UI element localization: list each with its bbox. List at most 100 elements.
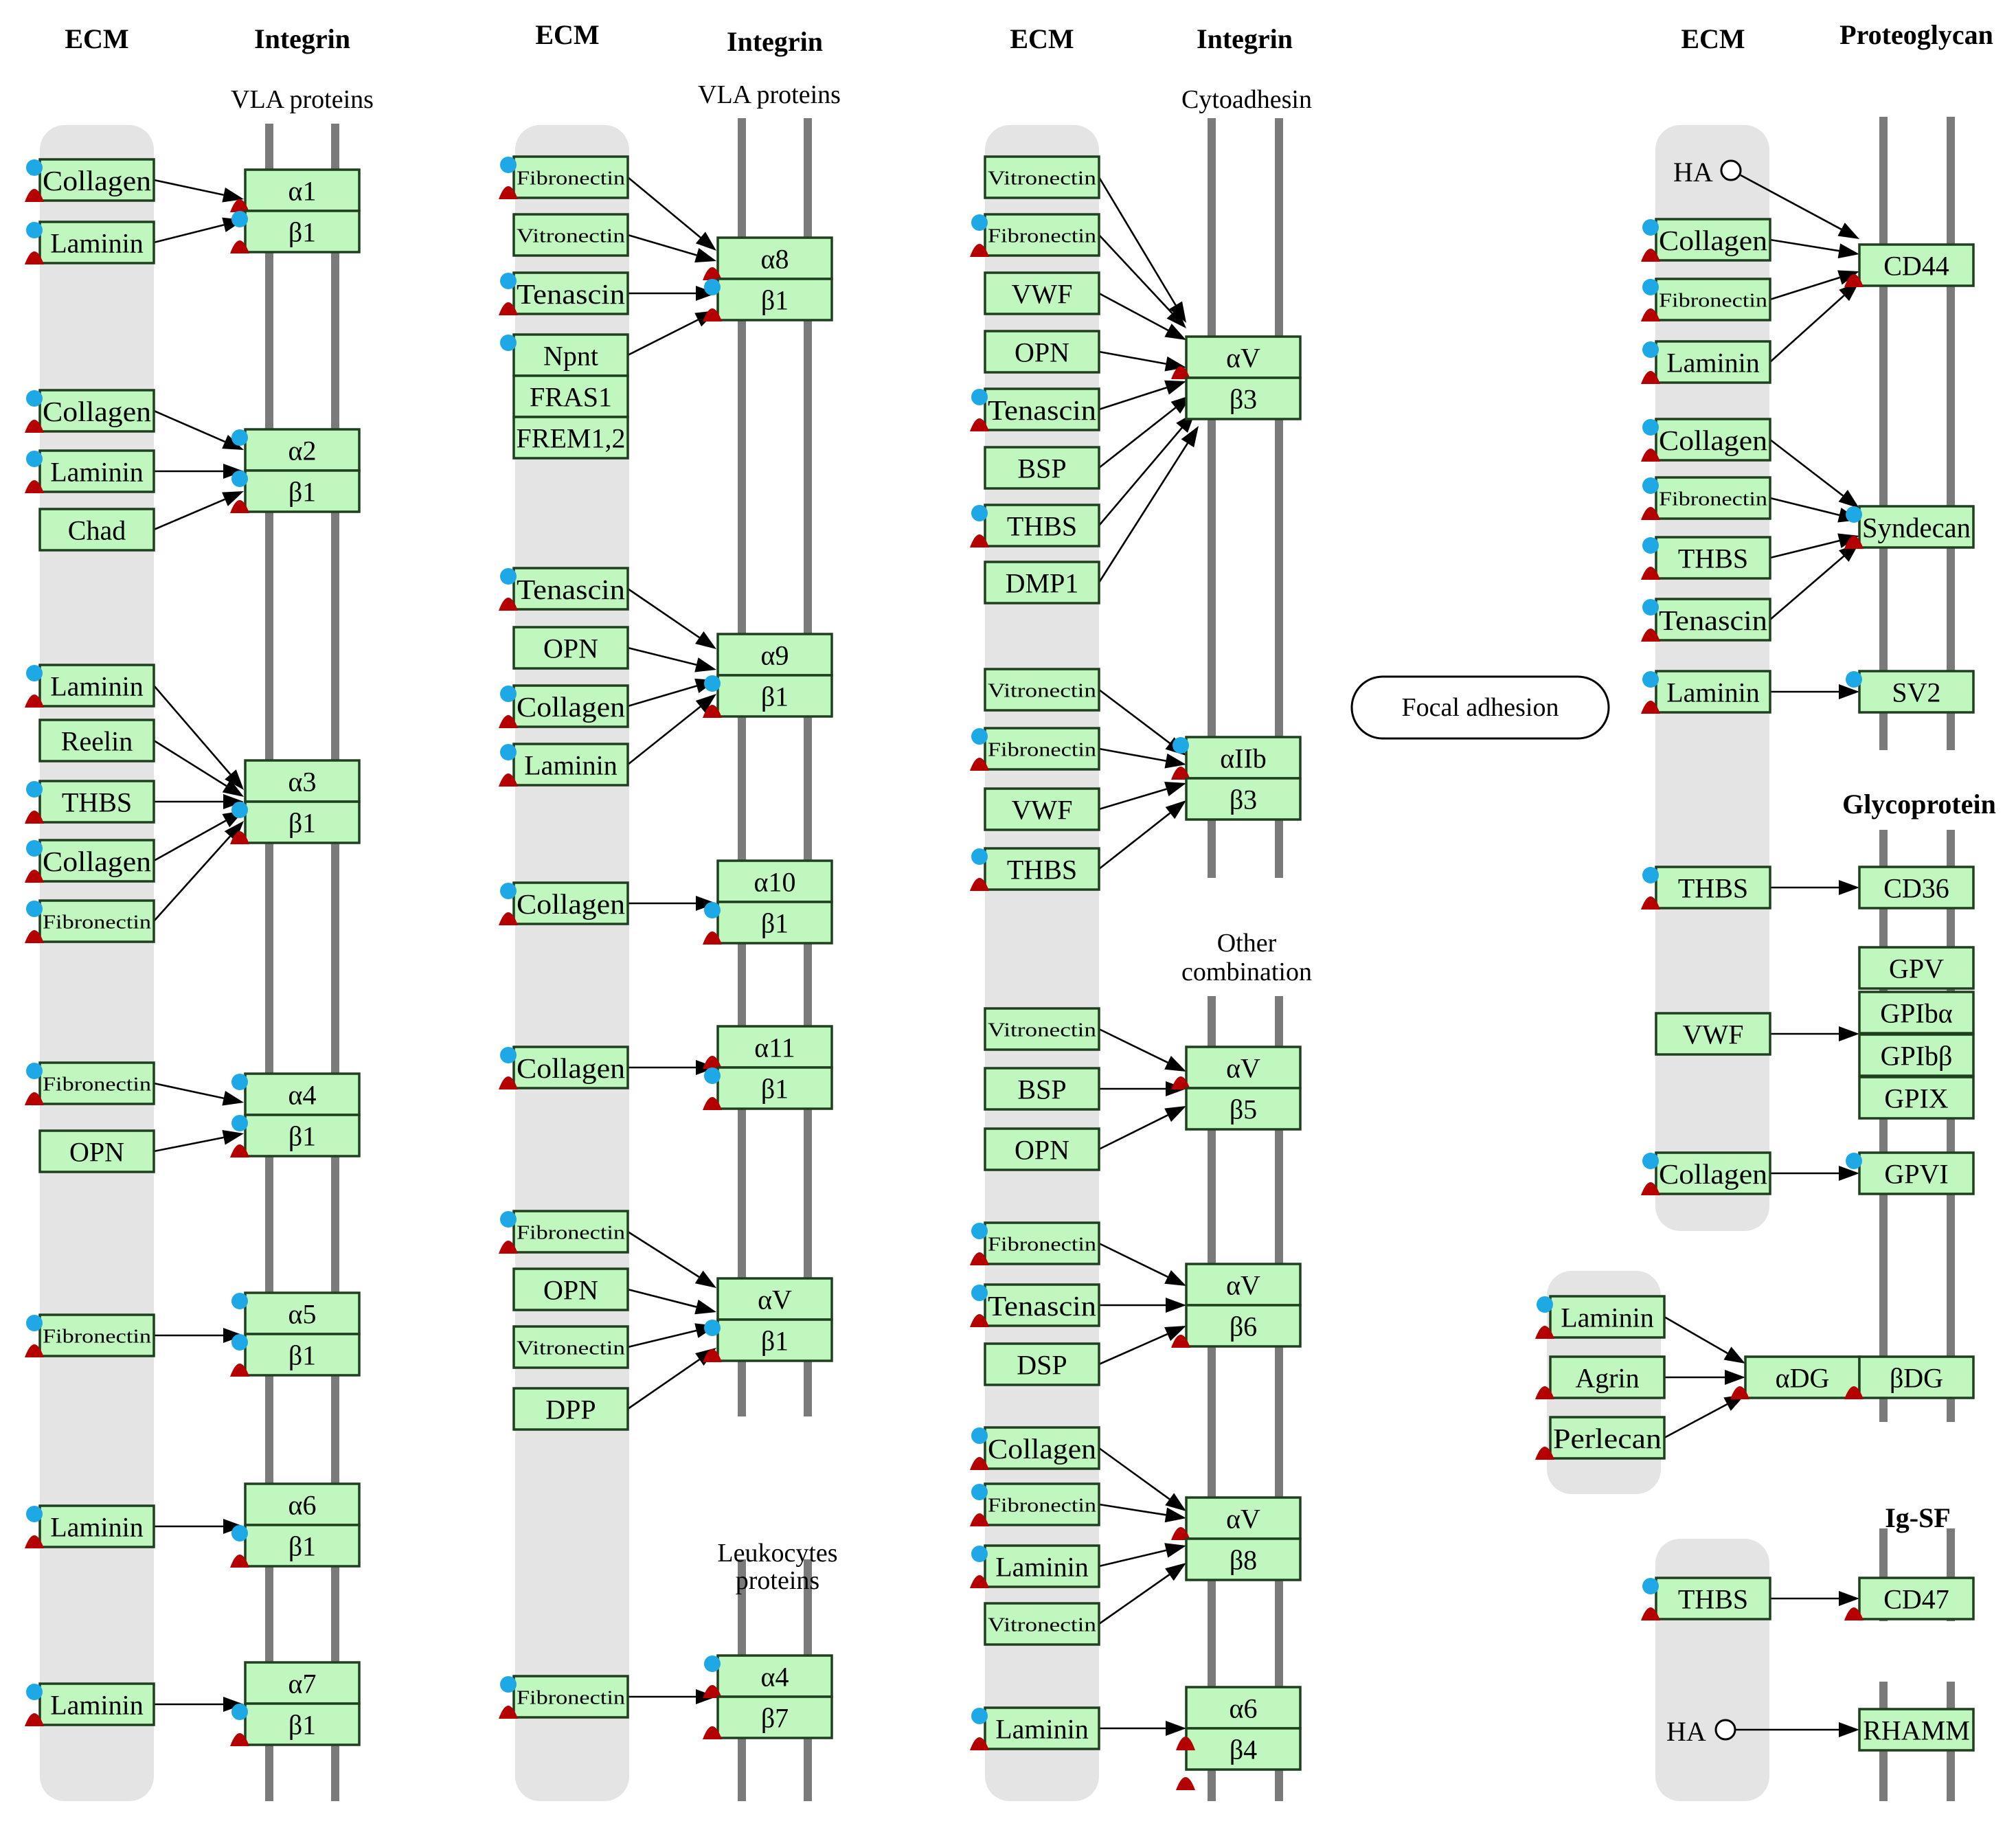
node-c3-laminin-e[interactable]: Laminin xyxy=(970,1544,1100,1588)
node-c3-thbs-b[interactable]: THBS xyxy=(970,847,1100,891)
node-c1-laminin-f[interactable]: Laminin xyxy=(25,1504,155,1548)
node-c4-cd47[interactable]: CD47 xyxy=(1844,1577,1975,1620)
node-c4-perlecan[interactable]: Perlecan xyxy=(1535,1416,1666,1460)
node-c3-vwf-b[interactable]: VWF xyxy=(984,787,1100,831)
node-c3-vitronectin-a[interactable]: Vitronectin xyxy=(984,155,1100,199)
node-c3-b4[interactable]: β4 xyxy=(1185,1727,1302,1771)
node-c4-agrin[interactable]: Agrin xyxy=(1535,1355,1666,1399)
node-c4-gpix[interactable]: GPIX xyxy=(1858,1076,1975,1120)
node-c1-b1-b[interactable]: β1 xyxy=(230,469,361,513)
node-c2-fibronectin-e[interactable]: Fibronectin xyxy=(499,1210,629,1254)
node-c3-opn-a[interactable]: OPN xyxy=(984,330,1100,374)
node-c1-thbs[interactable]: THBS xyxy=(25,780,155,824)
node-c1-a6[interactable]: α6 xyxy=(244,1482,361,1526)
node-c1-fibronectin-c[interactable]: Fibronectin xyxy=(25,899,155,943)
node-c1-chad[interactable]: Chad xyxy=(38,508,155,552)
node-c3-collagen-e[interactable]: Collagen xyxy=(970,1426,1100,1470)
node-c1-b1-f[interactable]: β1 xyxy=(230,1524,361,1568)
node-c4-vwf[interactable]: VWF xyxy=(1655,1012,1771,1056)
focal-adhesion-link[interactable]: Focal adhesion xyxy=(1350,675,1610,740)
node-c3-thbs-a[interactable]: THBS xyxy=(970,504,1100,547)
node-c4-rhamm[interactable]: RHAMM xyxy=(1858,1708,1975,1752)
node-c4-collagen-e[interactable]: Collagen xyxy=(1641,1151,1771,1195)
node-c4-gp1ba[interactable]: GPIbα xyxy=(1858,991,1975,1035)
node-c1-reelin[interactable]: Reelin xyxy=(38,719,155,762)
node-c2-fibronectin-a[interactable]: Fibronectin xyxy=(499,155,629,199)
node-c3-tenascin-a[interactable]: Tenascin xyxy=(970,387,1100,431)
node-c3-b6[interactable]: β6 xyxy=(1171,1304,1302,1348)
node-c4-laminin-f[interactable]: Laminin xyxy=(1535,1295,1666,1339)
node-c4-fibronectin-b[interactable]: Fibronectin xyxy=(1641,476,1771,520)
node-c3-bsp-a[interactable]: BSP xyxy=(984,446,1100,490)
node-c1-a7[interactable]: α7 xyxy=(244,1661,361,1705)
node-c1-collagen-c[interactable]: Collagen xyxy=(25,839,155,883)
node-c2-opn-e[interactable]: OPN xyxy=(512,1267,629,1311)
node-c2-b1-d[interactable]: β1 xyxy=(703,1066,833,1110)
node-c2-a11[interactable]: α11 xyxy=(703,1025,833,1069)
node-c4-cd44[interactable]: CD44 xyxy=(1844,243,1975,287)
node-c2-vitronectin-e[interactable]: Vitronectin xyxy=(512,1325,629,1369)
node-c2-a4[interactable]: α4 xyxy=(703,1654,833,1698)
node-c2-fras1[interactable]: FRAS1 xyxy=(512,374,629,418)
node-c3-laminin-f[interactable]: Laminin xyxy=(970,1706,1100,1750)
node-c2-collagen-b[interactable]: Collagen xyxy=(499,684,629,728)
node-c3-dmp1[interactable]: DMP1 xyxy=(984,561,1100,605)
node-c3-av-e[interactable]: αV xyxy=(1171,1496,1302,1540)
node-c1-b1-d[interactable]: β1 xyxy=(230,1114,361,1157)
node-c4-laminin-a[interactable]: Laminin xyxy=(1641,340,1771,384)
node-c4-thbs-d[interactable]: THBS xyxy=(1641,866,1771,910)
node-c4-syndecan[interactable]: Syndecan xyxy=(1844,505,1975,549)
node-c4-thbs-b[interactable]: THBS xyxy=(1641,536,1771,580)
node-c3-vitronectin-e[interactable]: Vitronectin xyxy=(984,1602,1100,1646)
node-c1-laminin-g[interactable]: Laminin xyxy=(25,1682,155,1726)
node-c1-laminin-a[interactable]: Laminin xyxy=(25,221,155,264)
node-c4-tenascin-b[interactable]: Tenascin xyxy=(1641,598,1771,642)
node-c4-sv2[interactable]: SV2 xyxy=(1846,670,1975,714)
node-c4-collagen-a[interactable]: Collagen xyxy=(1641,218,1771,262)
node-c1-opn[interactable]: OPN xyxy=(38,1129,155,1173)
node-c3-b3-b[interactable]: β3 xyxy=(1185,777,1302,821)
node-c3-av-c[interactable]: αV xyxy=(1171,1046,1302,1089)
node-c4-gpvi[interactable]: GPVI xyxy=(1846,1151,1975,1195)
node-c2-laminin-b[interactable]: Laminin xyxy=(499,743,629,787)
node-c4-collagen-b[interactable]: Collagen xyxy=(1641,418,1771,462)
node-c2-b1-b[interactable]: β1 xyxy=(703,674,833,718)
node-c2-av[interactable]: αV xyxy=(716,1277,833,1321)
node-c1-a3[interactable]: α3 xyxy=(244,759,361,803)
node-c2-a10[interactable]: α10 xyxy=(716,859,833,903)
node-c3-fibronectin-e[interactable]: Fibronectin xyxy=(970,1482,1100,1526)
node-c3-fibronectin-d[interactable]: Fibronectin xyxy=(970,1221,1100,1265)
node-c3-b3-a[interactable]: β3 xyxy=(1185,376,1302,420)
node-c3-fibronectin-a[interactable]: Fibronectin xyxy=(970,213,1100,257)
node-c4-fibronectin-a[interactable]: Fibronectin xyxy=(1641,278,1771,321)
node-c3-a6[interactable]: α6 xyxy=(1185,1686,1302,1730)
node-c2-a9[interactable]: α9 xyxy=(716,633,833,677)
node-c1-laminin-b[interactable]: Laminin xyxy=(25,449,155,493)
node-c1-fibronectin-e[interactable]: Fibronectin xyxy=(25,1313,155,1357)
node-c2-b1-a[interactable]: β1 xyxy=(703,278,833,321)
node-c4-thbs-g[interactable]: THBS xyxy=(1641,1577,1771,1620)
node-c3-bsp-c[interactable]: BSP xyxy=(984,1067,1100,1111)
node-c1-a5[interactable]: α5 xyxy=(231,1291,361,1335)
node-c2-npnt[interactable]: Npnt xyxy=(500,333,629,377)
node-c4-gpv[interactable]: GPV xyxy=(1858,946,1975,990)
node-c4-ha-a[interactable]: HA xyxy=(1673,157,1742,188)
node-c2-vitronectin-a[interactable]: Vitronectin xyxy=(512,213,629,257)
node-c3-a2b[interactable]: αIIb xyxy=(1171,736,1302,780)
node-c2-collagen-c[interactable]: Collagen xyxy=(499,881,629,925)
node-c4-gp1bb[interactable]: GPIbβ xyxy=(1858,1033,1975,1077)
node-c1-b1-e[interactable]: β1 xyxy=(230,1333,361,1377)
node-c3-b8[interactable]: β8 xyxy=(1185,1537,1302,1581)
node-c1-collagen-b[interactable]: Collagen xyxy=(25,389,155,433)
node-c2-fibronectin-f[interactable]: Fibronectin xyxy=(499,1675,629,1719)
node-c4-bdg[interactable]: βDG xyxy=(1844,1355,1975,1399)
node-c2-freml2[interactable]: FREM1,2 xyxy=(512,416,629,460)
node-c3-vitronectin-b[interactable]: Vitronectin xyxy=(984,668,1100,712)
node-c1-b1-a[interactable]: β1 xyxy=(230,210,361,253)
node-c2-opn-b[interactable]: OPN xyxy=(512,626,629,670)
node-c3-vitronectin-c[interactable]: Vitronectin xyxy=(984,1007,1100,1051)
node-c2-b7[interactable]: β7 xyxy=(703,1695,833,1739)
node-c1-fibronectin-d[interactable]: Fibronectin xyxy=(25,1061,155,1105)
node-c2-dpp[interactable]: DPP xyxy=(512,1387,629,1431)
node-c3-tenascin-d[interactable]: Tenascin xyxy=(970,1283,1100,1327)
